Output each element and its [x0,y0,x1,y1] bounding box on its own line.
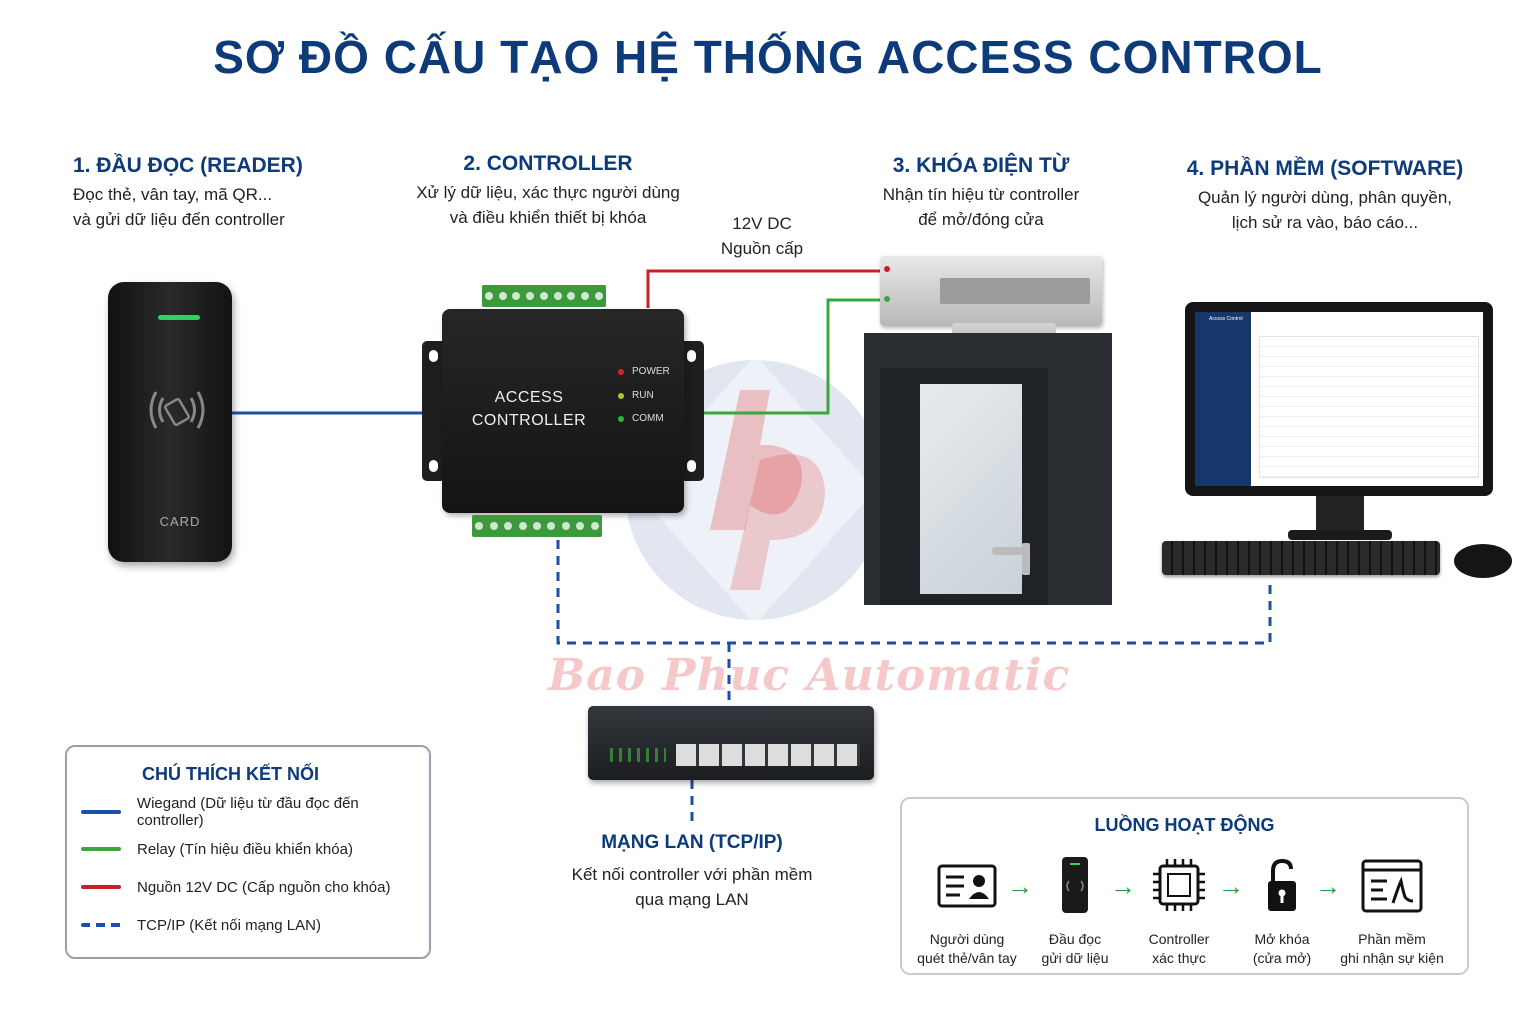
chip-icon [1153,859,1205,911]
monitor-stand [1316,496,1364,532]
flow-step-software: Phần mềm ghi nhận sự kiện [1327,857,1457,968]
reader-icon [1062,857,1088,913]
flow-arrow-2: → [1110,871,1136,901]
flow-step-unlock: Mở khóa (cửa mở) [1217,857,1347,968]
led-power-label: POWER [632,366,670,377]
network-section: MẠNG LAN (TCP/IP) Kết nối controller với… [545,832,839,912]
led-run-indicator [618,392,624,399]
controller-section: 2. CONTROLLER Xử lý dữ liệu, xác thực ng… [398,152,698,230]
led-row-comm: COMM [618,413,664,424]
legend-line-power [81,885,121,889]
id-card-icon [937,864,997,908]
lock-desc-1: Nhận tín hiệu từ controller [882,185,1080,204]
flow-arrow-4: → [1315,871,1341,901]
lock-section: 3. KHÓA ĐIỆN TỪ Nhận tín hiệu từ control… [836,154,1126,232]
legend-item-tcp: TCP/IP (Kết nối mạng LAN) [81,914,321,936]
led-run-label: RUN [632,390,654,401]
mouse [1454,544,1512,578]
flow-arrow-1: → [1007,871,1033,901]
controller-name-1: ACCESS [494,389,564,406]
reader-card-label: CARD [159,514,201,529]
reader-desc-1: Đọc thẻ, vân tay, mã QR... [73,185,273,204]
electromagnetic-lock [880,256,1102,326]
terminal-block-top [482,285,606,307]
software-section: 4. PHẦN MỀM (SOFTWARE) Quản lý người dùn… [1180,157,1470,235]
legend-line-tcp [81,923,121,927]
legend-item-wiegand: Wiegand (Dữ liệu từ đầu đọc đến controll… [81,795,429,829]
card-reader: CARD [108,282,232,562]
lock-desc-2: để mở/đóng cửa [918,210,1044,229]
flow-panel: LUỒNG HOẠT ĐỘNG Người dùng quét thẻ/vân … [900,797,1469,975]
reader-desc-2: và gửi dữ liệu đến controller [73,210,285,229]
flow-label-unlock: Mở khóa (cửa mở) [1252,931,1312,966]
network-desc-1: Kết nối controller với phần mềm [571,865,813,884]
flow-label-user: Người dùng quét thẻ/vân tay [917,931,1017,966]
switch-leds [610,748,666,762]
legend-label-tcp: TCP/IP (Kết nối mạng LAN) [137,916,321,934]
network-desc-2: qua mạng LAN [635,890,749,909]
flow-step-reader: Đầu đọc gửi dữ liệu [1010,857,1140,968]
flow-step-user: Người dùng quét thẻ/vân tay [902,857,1032,968]
flow-step-controller: Controller xác thực [1114,857,1244,968]
monitor: Access Control [1185,302,1493,496]
led-comm-label: COMM [632,413,664,424]
controller-desc-1: Xử lý dữ liệu, xác thực người dùng [416,183,680,202]
legend-title: CHÚ THÍCH KẾT NỐI [142,764,319,784]
power-label-2: Nguồn cấp [720,239,804,258]
switch-ports [676,744,860,766]
network-switch [588,706,874,780]
app-sidebar [1195,312,1251,486]
keyboard [1162,541,1440,575]
app-table [1259,336,1479,478]
legend-item-power: Nguồn 12V DC (Cấp nguồn cho khóa) [81,876,391,898]
controller-title: 2. CONTROLLER [463,152,633,175]
legend-label-power: Nguồn 12V DC (Cấp nguồn cho khóa) [137,878,391,896]
reader-section: 1. ĐẦU ĐỌC (READER) Đọc thẻ, vân tay, mã… [73,154,373,232]
power-wire [646,269,888,308]
legend-line-relay [81,847,121,851]
flow-arrow-3: → [1218,871,1244,901]
legend-line-wiegand [81,810,121,814]
flow-label-controller: Controller xác thực [1148,931,1210,966]
door-handle [992,547,1030,555]
unlock-icon [1268,858,1296,911]
led-comm-indicator [618,415,624,422]
watermark-text: Bao Phuc Automatic [548,650,1071,701]
legend-label-wiegand: Wiegand (Dữ liệu từ đầu đọc đến controll… [136,795,359,829]
legend-label-relay: Relay (Tín hiệu điều khiển khóa) [137,840,353,858]
door-glass [920,384,1022,594]
software-screen: Access Control [1195,312,1483,486]
controller-name-2: CONTROLLER [471,412,587,429]
network-title: MẠNG LAN (TCP/IP) [601,832,783,853]
flow-label-reader: Đầu đọc gửi dữ liệu [1041,931,1109,966]
software-desc-2: lịch sử ra vào, báo cáo... [1231,213,1419,232]
reader-led [158,315,200,320]
relay-wire [700,298,888,415]
led-row-power: POWER [618,366,670,377]
app-title: Access Control [1209,316,1243,322]
lock-title: 3. KHÓA ĐIỆN TỪ [892,154,1070,177]
reader-title: 1. ĐẦU ĐỌC (READER) [73,154,303,177]
terminal-block-bottom [472,515,602,537]
nfc-icon [149,391,205,429]
power-label: 12V DC Nguồn cấp [700,211,824,261]
software-desc-1: Quản lý người dùng, phân quyền, [1197,188,1453,207]
flow-label-software: Phần mềm ghi nhận sự kiện [1340,931,1444,966]
power-label-1: 12V DC [732,214,792,233]
tcp-wire-main [556,540,1272,645]
software-title: 4. PHẦN MỀM (SOFTWARE) [1186,157,1464,180]
legend-panel: CHÚ THÍCH KẾT NỐI Wiegand (Dữ liệu từ đầ… [65,745,431,959]
controller-desc-2: và điều khiển thiết bị khóa [449,208,647,227]
led-power-indicator [618,368,624,375]
software-log-icon [1361,859,1423,913]
access-controller: ACCESS CONTROLLER POWER RUN COMM [422,285,704,537]
led-row-run: RUN [618,390,654,401]
legend-item-relay: Relay (Tín hiệu điều khiển khóa) [81,838,353,860]
flow-title: LUỒNG HOẠT ĐỘNG [1094,815,1275,835]
page-title: SƠ ĐỒ CẤU TẠO HỆ THỐNG ACCESS CONTROL [213,31,1323,83]
